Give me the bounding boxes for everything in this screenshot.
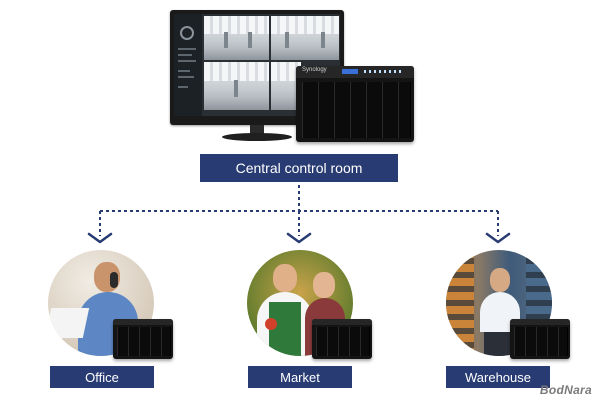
camera-feed-4 (271, 62, 301, 110)
office-nas-device (113, 319, 173, 359)
ptz-dial-icon (180, 26, 194, 40)
market-nas-device (312, 319, 372, 359)
monitor-base (222, 133, 292, 141)
monitor-stand (250, 125, 264, 135)
nas-brand-label: Synology (302, 67, 327, 73)
arrow-office-icon (87, 232, 113, 244)
central-control-room-label: Central control room (200, 154, 398, 182)
warehouse-nas-device (510, 319, 570, 359)
office-label: Office (50, 366, 154, 388)
camera-feed-3 (204, 62, 269, 110)
surveillance-sidebar (174, 14, 202, 116)
market-label: Market (248, 366, 352, 388)
watermark: BodNara (539, 383, 592, 397)
camera-feed-1 (204, 16, 269, 60)
surveillance-screen (174, 14, 340, 116)
arrow-warehouse-icon (485, 232, 511, 244)
warehouse-label: Warehouse (446, 366, 550, 388)
monitor (170, 10, 344, 125)
central-nas-device: Synology (296, 66, 414, 142)
camera-feed-2 (271, 16, 339, 60)
arrow-market-icon (286, 232, 312, 244)
